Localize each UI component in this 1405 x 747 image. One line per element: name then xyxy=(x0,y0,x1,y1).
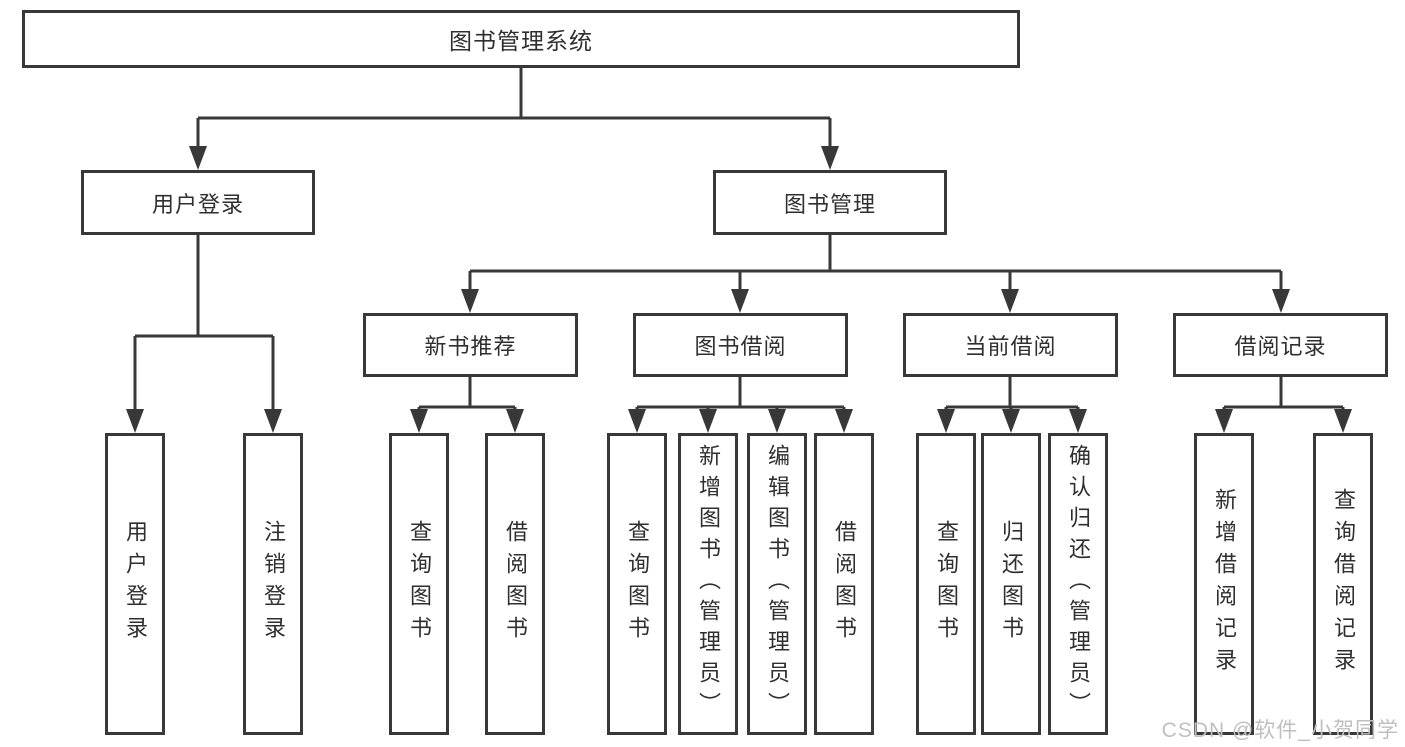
leaf-label: 用户登录 xyxy=(123,520,148,648)
leaf-return-books: 归还图书 xyxy=(981,433,1041,735)
leaf-user-login: 用户登录 xyxy=(105,433,165,735)
arrowhead xyxy=(126,409,144,433)
leaf-query-books-recommend: 查询图书 xyxy=(389,433,449,735)
arrowhead xyxy=(1215,409,1233,433)
connector-current-borrow-to-leaves xyxy=(937,377,1087,433)
leaf-borrow-books: 借阅图书 xyxy=(814,433,874,735)
leaf-query-books-current: 查询图书 xyxy=(916,433,976,735)
leaf-label: 编辑图书（管理员） xyxy=(765,444,790,723)
arrowhead xyxy=(835,409,853,433)
arrowhead xyxy=(731,289,749,313)
node-new-book-recommend: 新书推荐 xyxy=(363,313,578,377)
node-borrow-records: 借阅记录 xyxy=(1173,313,1388,377)
arrowhead xyxy=(506,409,524,433)
node-book-borrow: 图书借阅 xyxy=(633,313,848,377)
leaf-add-borrow-record: 新增借阅记录 xyxy=(1194,433,1254,735)
leaf-label: 注销登录 xyxy=(261,520,286,648)
node-library-management-system: 图书管理系统 xyxy=(22,10,1020,68)
node-user-login: 用户登录 xyxy=(81,170,315,235)
leaf-confirm-return-admin: 确认归还（管理员） xyxy=(1048,433,1108,735)
connector-borrow-records-to-leaves xyxy=(1215,377,1352,433)
leaf-label: 查询图书 xyxy=(934,520,959,648)
leaf-label: 新增图书（管理员） xyxy=(696,444,721,723)
arrowhead xyxy=(264,409,282,433)
arrowhead xyxy=(1069,409,1087,433)
arrowhead xyxy=(628,409,646,433)
node-book-management: 图书管理 xyxy=(713,170,947,235)
arrowhead xyxy=(189,146,207,170)
connector-book-management-to-level3 xyxy=(461,235,1290,313)
leaf-label: 查询图书 xyxy=(407,520,432,648)
arrowhead xyxy=(821,146,839,170)
arrowhead xyxy=(1272,289,1290,313)
arrowhead xyxy=(1002,409,1020,433)
arrowhead xyxy=(768,409,786,433)
connector-root-to-level2 xyxy=(189,68,839,170)
node-current-borrow: 当前借阅 xyxy=(903,313,1118,377)
leaf-label: 查询借阅记录 xyxy=(1331,488,1356,680)
connector-book-borrow-to-leaves xyxy=(628,377,853,433)
connector-user-login-to-leaves xyxy=(126,235,282,433)
csdn-watermark: CSDN @软件_小贺同学 xyxy=(1161,719,1399,742)
leaf-label: 归还图书 xyxy=(999,520,1024,648)
leaf-label: 借阅图书 xyxy=(503,520,528,648)
leaf-borrow-books-recommend: 借阅图书 xyxy=(485,433,545,735)
leaf-label: 查询图书 xyxy=(625,520,650,648)
leaf-add-books-admin: 新增图书（管理员） xyxy=(678,433,738,735)
connector-new-book-recommend-to-leaves xyxy=(410,377,524,433)
arrowhead xyxy=(699,409,717,433)
arrowhead xyxy=(1001,289,1019,313)
leaf-edit-books-admin: 编辑图书（管理员） xyxy=(747,433,807,735)
leaf-label: 新增借阅记录 xyxy=(1212,488,1237,680)
arrowhead xyxy=(410,409,428,433)
leaf-query-borrow-record: 查询借阅记录 xyxy=(1313,433,1373,735)
leaf-logout: 注销登录 xyxy=(243,433,303,735)
leaf-query-books-borrow: 查询图书 xyxy=(607,433,667,735)
arrowhead xyxy=(937,409,955,433)
leaf-label: 确认归还（管理员） xyxy=(1066,444,1091,723)
arrowhead xyxy=(1334,409,1352,433)
arrowhead xyxy=(461,289,479,313)
leaf-label: 借阅图书 xyxy=(832,520,857,648)
